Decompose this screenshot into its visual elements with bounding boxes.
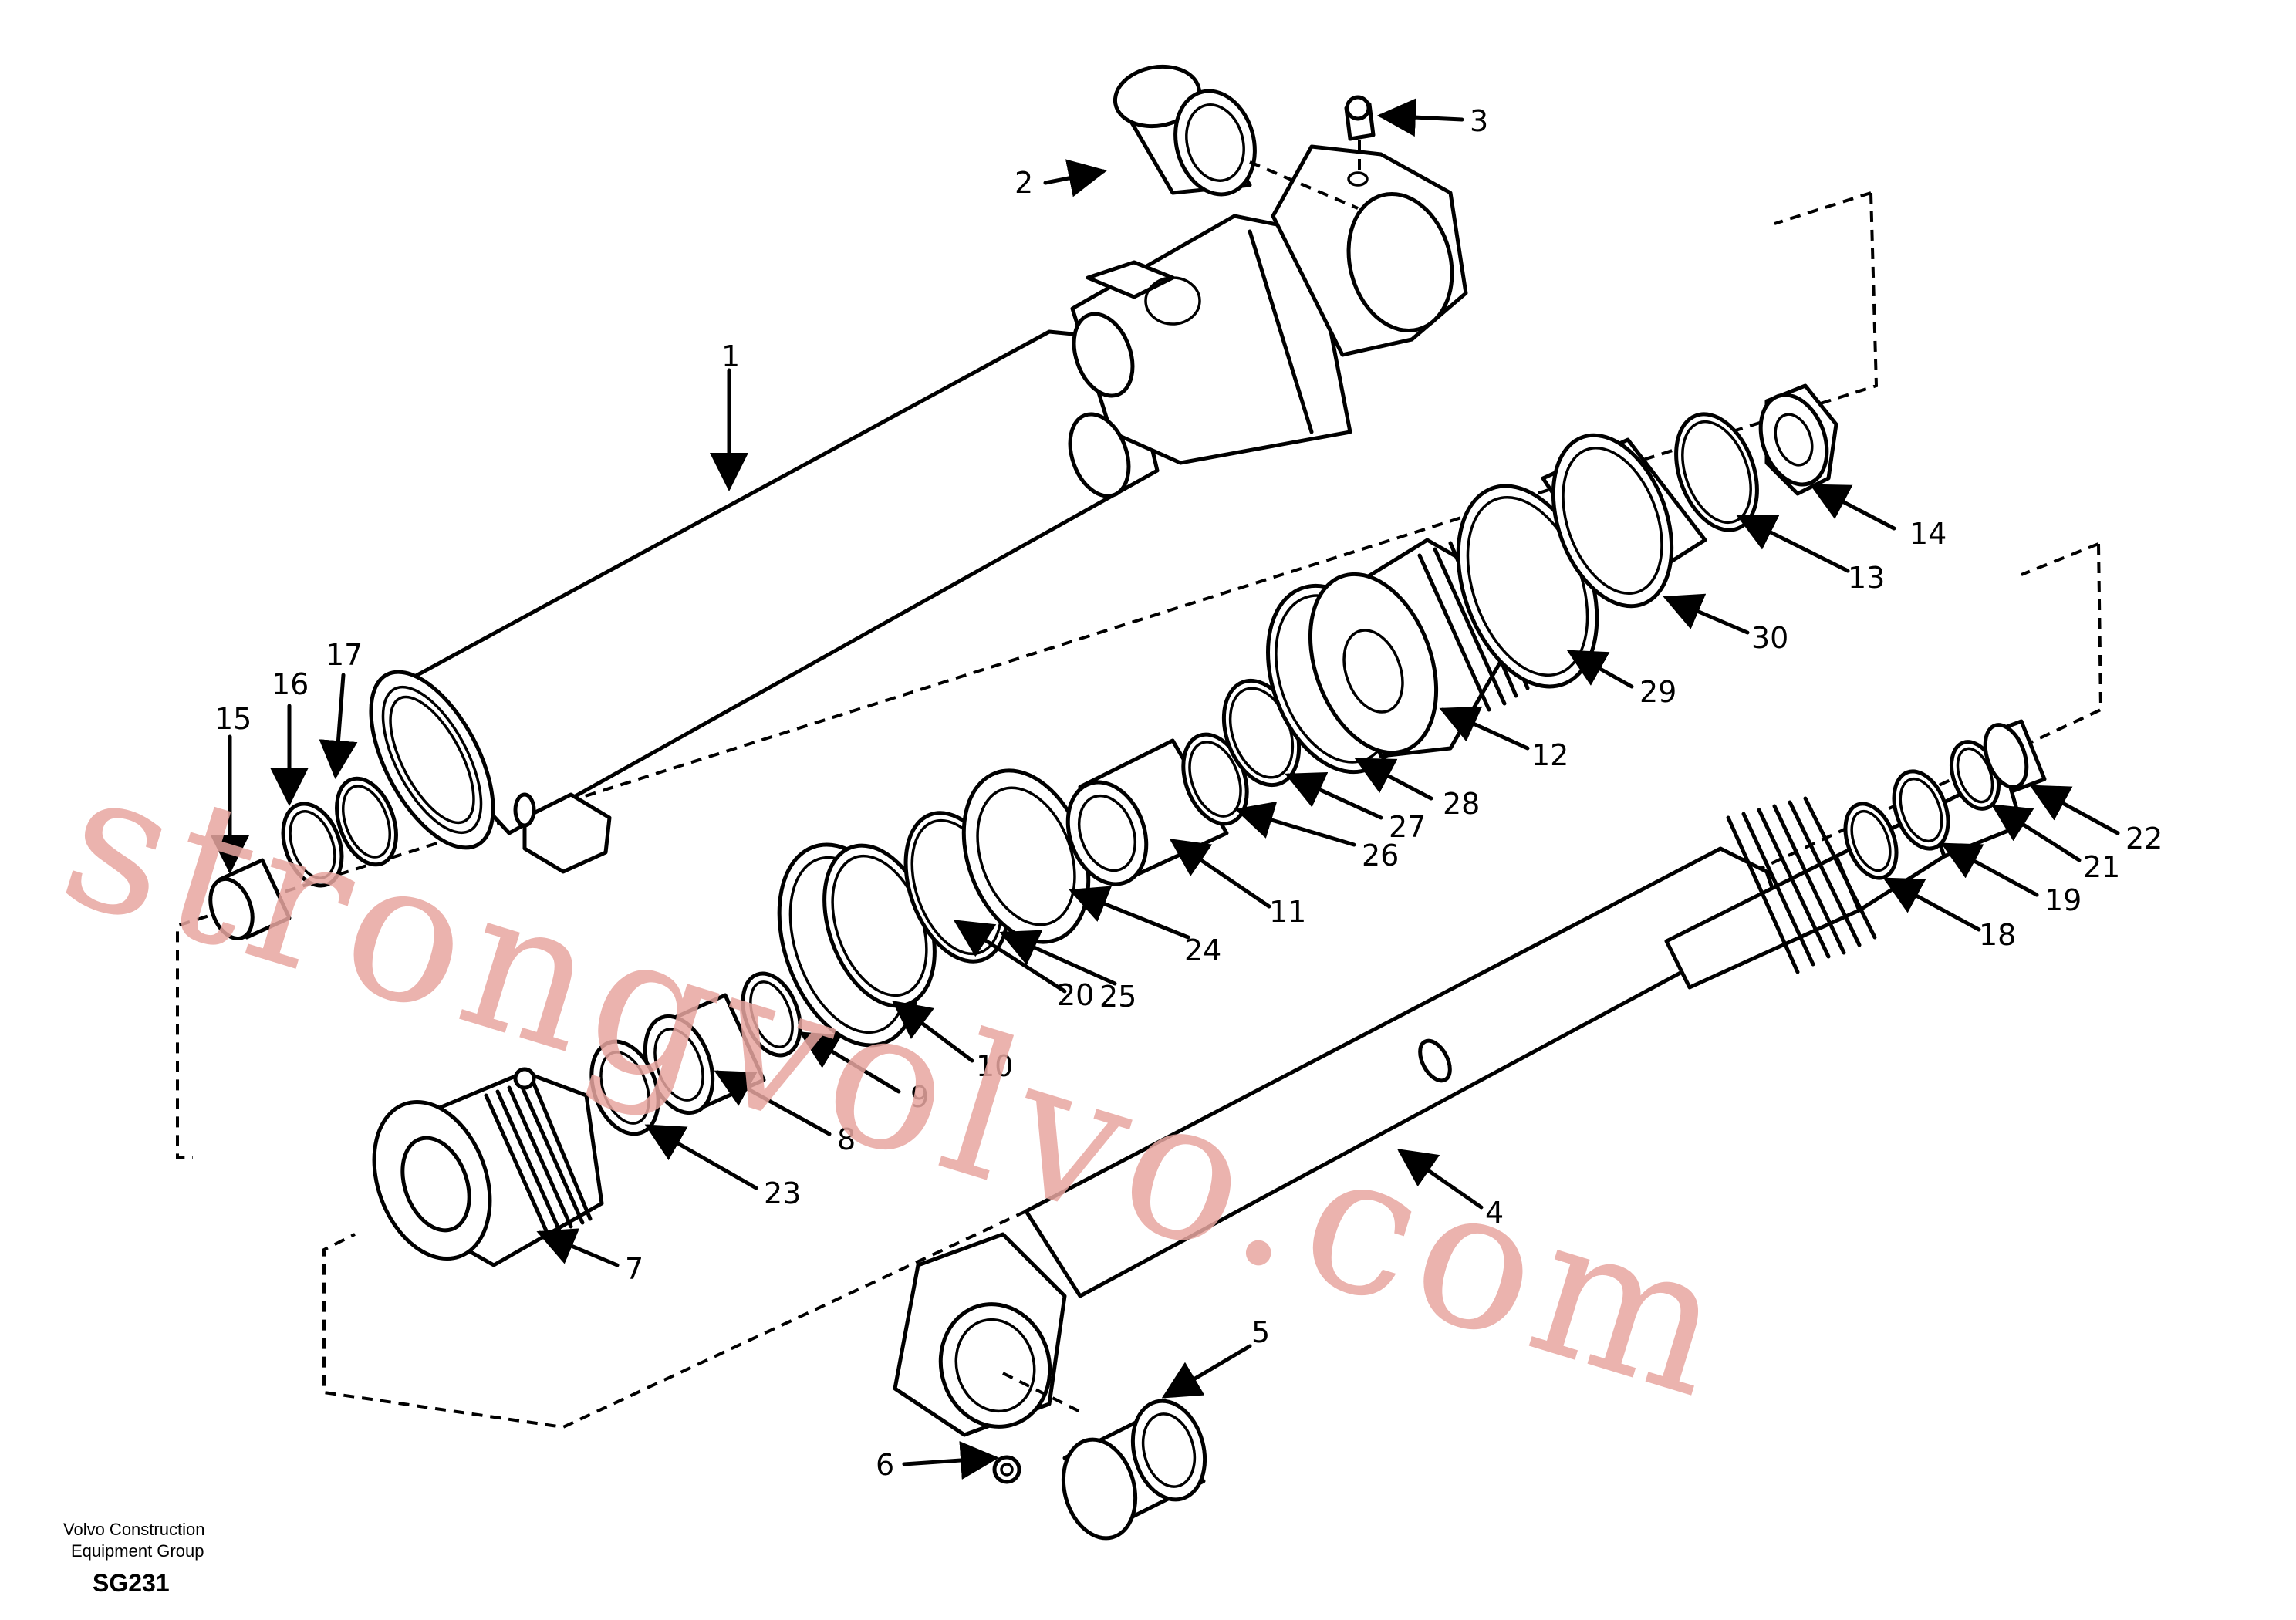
callout-11: 11 <box>1269 895 1306 929</box>
callout-1: 1 <box>721 339 740 373</box>
callout-19: 19 <box>2044 883 2082 917</box>
callout-17: 17 <box>326 638 363 672</box>
callout-8: 8 <box>837 1122 856 1156</box>
watermark-text: strongvolvo.com <box>41 724 1756 1443</box>
callout-20: 20 <box>1057 978 1094 1012</box>
bushing-top <box>1113 64 1359 210</box>
callout-10: 10 <box>976 1049 1013 1083</box>
callout-18: 18 <box>1979 918 2016 952</box>
grease-nipple-bottom <box>992 1455 1021 1484</box>
drawing-code: SG231 <box>93 1569 170 1597</box>
callout-27: 27 <box>1389 810 1426 844</box>
assembly-outline-barrel <box>176 191 1879 1159</box>
assembly-outline-rod <box>322 542 2103 1429</box>
snap-ring-17 <box>335 776 398 867</box>
leader-lines <box>211 98 2120 1480</box>
callout-3: 3 <box>1470 104 1488 138</box>
dust-seal-23 <box>589 1039 660 1136</box>
callout-5: 5 <box>1251 1315 1270 1349</box>
callout-23: 23 <box>764 1176 801 1210</box>
snap-ring-18 <box>1843 802 1899 880</box>
callout-21: 21 <box>2083 850 2120 884</box>
cylinder-barrel <box>369 144 1468 874</box>
snap-ring-9 <box>741 971 802 1058</box>
seal-30 <box>1541 433 1707 609</box>
piston-rod <box>893 769 2024 1437</box>
callout-7: 7 <box>625 1252 643 1286</box>
callout-24: 24 <box>1184 933 1221 967</box>
callout-9: 9 <box>910 1080 929 1114</box>
callout-2: 2 <box>1015 166 1033 200</box>
callout-28: 28 <box>1443 787 1480 821</box>
callout-15: 15 <box>214 702 252 736</box>
callout-labels: 1 2 3 4 5 6 7 8 9 10 11 12 13 14 15 16 1… <box>214 104 2163 1482</box>
callout-16: 16 <box>272 667 309 701</box>
footer-line-1: Volvo Construction <box>63 1520 204 1539</box>
callout-26: 26 <box>1362 839 1399 872</box>
callout-25: 25 <box>1099 980 1136 1014</box>
callout-22: 22 <box>2125 822 2163 856</box>
bushing-bottom <box>1002 1372 1207 1541</box>
callout-12: 12 <box>1531 738 1568 772</box>
ring-13 <box>1674 412 1759 532</box>
bushing-22 <box>1983 719 2047 793</box>
ring-16 <box>281 802 344 888</box>
callout-29: 29 <box>1639 675 1676 709</box>
cylinder-head <box>372 1067 604 1267</box>
callout-13: 13 <box>1848 561 1885 595</box>
callout-14: 14 <box>1909 517 1947 551</box>
seal-19 <box>1892 769 1950 851</box>
callout-4: 4 <box>1485 1196 1504 1230</box>
footer-line-2: Equipment Group <box>71 1541 204 1561</box>
grease-nipple-top <box>1344 95 1376 170</box>
callout-6: 6 <box>876 1448 894 1482</box>
callout-30: 30 <box>1751 621 1788 655</box>
piston-nut-14 <box>1758 383 1838 496</box>
